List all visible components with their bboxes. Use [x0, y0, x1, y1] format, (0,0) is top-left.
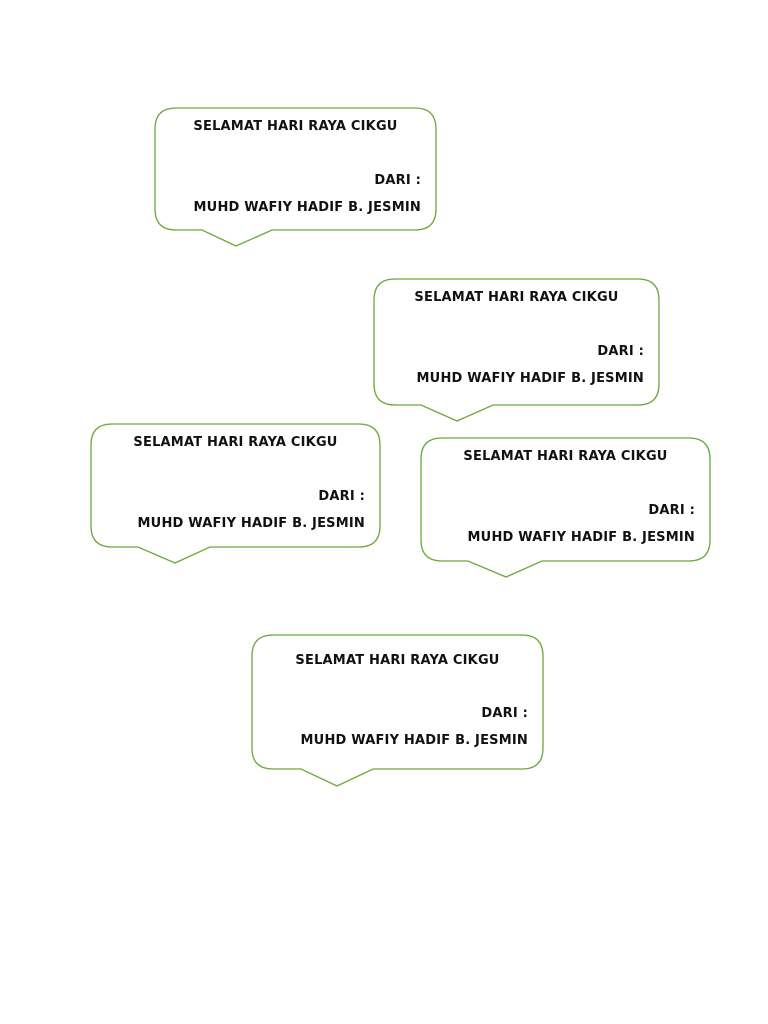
greeting-callout: SELAMAT HARI RAYA CIKGU DARI : MUHD WAFI…	[251, 634, 544, 787]
speech-bubble-shape	[90, 423, 381, 564]
sender-name: MUHD WAFIY HADIF B. JESMIN	[416, 371, 644, 386]
sender-name: MUHD WAFIY HADIF B. JESMIN	[193, 200, 421, 215]
sender-name: MUHD WAFIY HADIF B. JESMIN	[137, 516, 365, 531]
greeting-text: SELAMAT HARI RAYA CIKGU	[414, 290, 619, 305]
speech-bubble-shape	[154, 107, 437, 247]
sender-name: MUHD WAFIY HADIF B. JESMIN	[467, 530, 695, 545]
greeting-callout: SELAMAT HARI RAYA CIKGU DARI : MUHD WAFI…	[90, 423, 381, 564]
greeting-callout: SELAMAT HARI RAYA CIKGU DARI : MUHD WAFI…	[420, 437, 711, 579]
speech-bubble-shape	[251, 634, 544, 787]
speech-bubble-shape	[373, 278, 660, 422]
greeting-text: SELAMAT HARI RAYA CIKGU	[463, 449, 668, 464]
greeting-callout: SELAMAT HARI RAYA CIKGU DARI : MUHD WAFI…	[373, 278, 660, 422]
greeting-text: SELAMAT HARI RAYA CIKGU	[193, 119, 398, 134]
from-label: DARI :	[318, 489, 365, 504]
greeting-text: SELAMAT HARI RAYA CIKGU	[295, 653, 500, 668]
greeting-text: SELAMAT HARI RAYA CIKGU	[133, 435, 338, 450]
from-label: DARI :	[597, 344, 644, 359]
from-label: DARI :	[481, 706, 528, 721]
sender-name: MUHD WAFIY HADIF B. JESMIN	[300, 733, 528, 748]
speech-bubble-shape	[420, 437, 711, 578]
from-label: DARI :	[648, 503, 695, 518]
greeting-callout: SELAMAT HARI RAYA CIKGU DARI : MUHD WAFI…	[154, 107, 437, 247]
from-label: DARI :	[374, 173, 421, 188]
